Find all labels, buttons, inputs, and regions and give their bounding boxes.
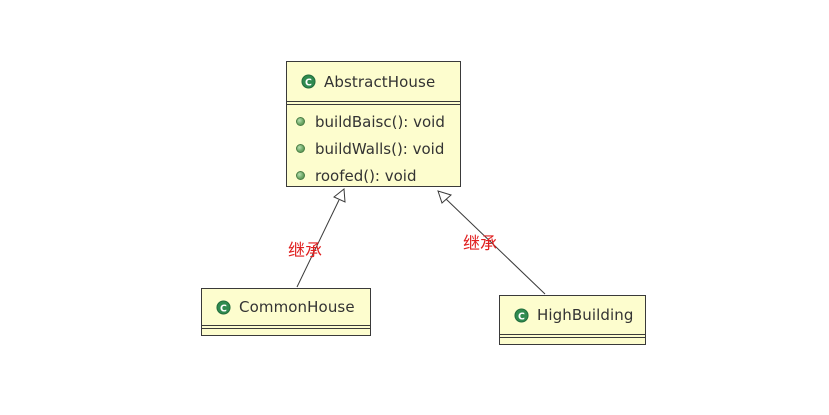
method-list: buildBaisc(): void buildWalls(): void ro… [287, 105, 460, 189]
class-separator [202, 325, 370, 329]
class-header: C CommonHouse [202, 289, 370, 325]
class-icon: C [301, 74, 316, 89]
class-name: AbstractHouse [324, 72, 436, 91]
method-signature: roofed(): void [315, 166, 417, 185]
inheritance-arrowhead-common [333, 188, 346, 203]
inheritance-line-high[interactable] [445, 198, 546, 295]
class-common-house[interactable]: C CommonHouse [201, 288, 371, 336]
class-separator [287, 101, 460, 105]
class-icon: C [216, 299, 231, 315]
class-name: HighBuilding [537, 306, 634, 324]
method-row[interactable]: roofed(): void [287, 162, 460, 189]
class-high-building[interactable]: C HighBuilding [499, 295, 646, 345]
public-method-icon [296, 144, 305, 153]
method-row[interactable]: buildBaisc(): void [287, 108, 460, 135]
public-method-icon [296, 117, 305, 126]
class-separator [500, 334, 645, 338]
class-abstract-house[interactable]: C AbstractHouse buildBaisc(): void build… [286, 61, 461, 187]
method-signature: buildWalls(): void [315, 139, 445, 158]
inheritance-arrowhead-high [437, 190, 452, 204]
method-signature: buildBaisc(): void [315, 112, 445, 131]
inheritance-line-common[interactable] [296, 199, 340, 288]
svg-text:C: C [518, 311, 525, 322]
class-icon: C [514, 307, 529, 323]
svg-text:C: C [305, 77, 312, 88]
inheritance-label-high: 继承 [463, 234, 497, 254]
svg-text:C: C [220, 303, 227, 314]
inheritance-label-common: 继承 [288, 241, 322, 261]
class-name: CommonHouse [239, 298, 355, 316]
public-method-icon [296, 171, 305, 180]
method-row[interactable]: buildWalls(): void [287, 135, 460, 162]
class-header: C HighBuilding [500, 296, 645, 334]
class-header: C AbstractHouse [287, 62, 460, 101]
